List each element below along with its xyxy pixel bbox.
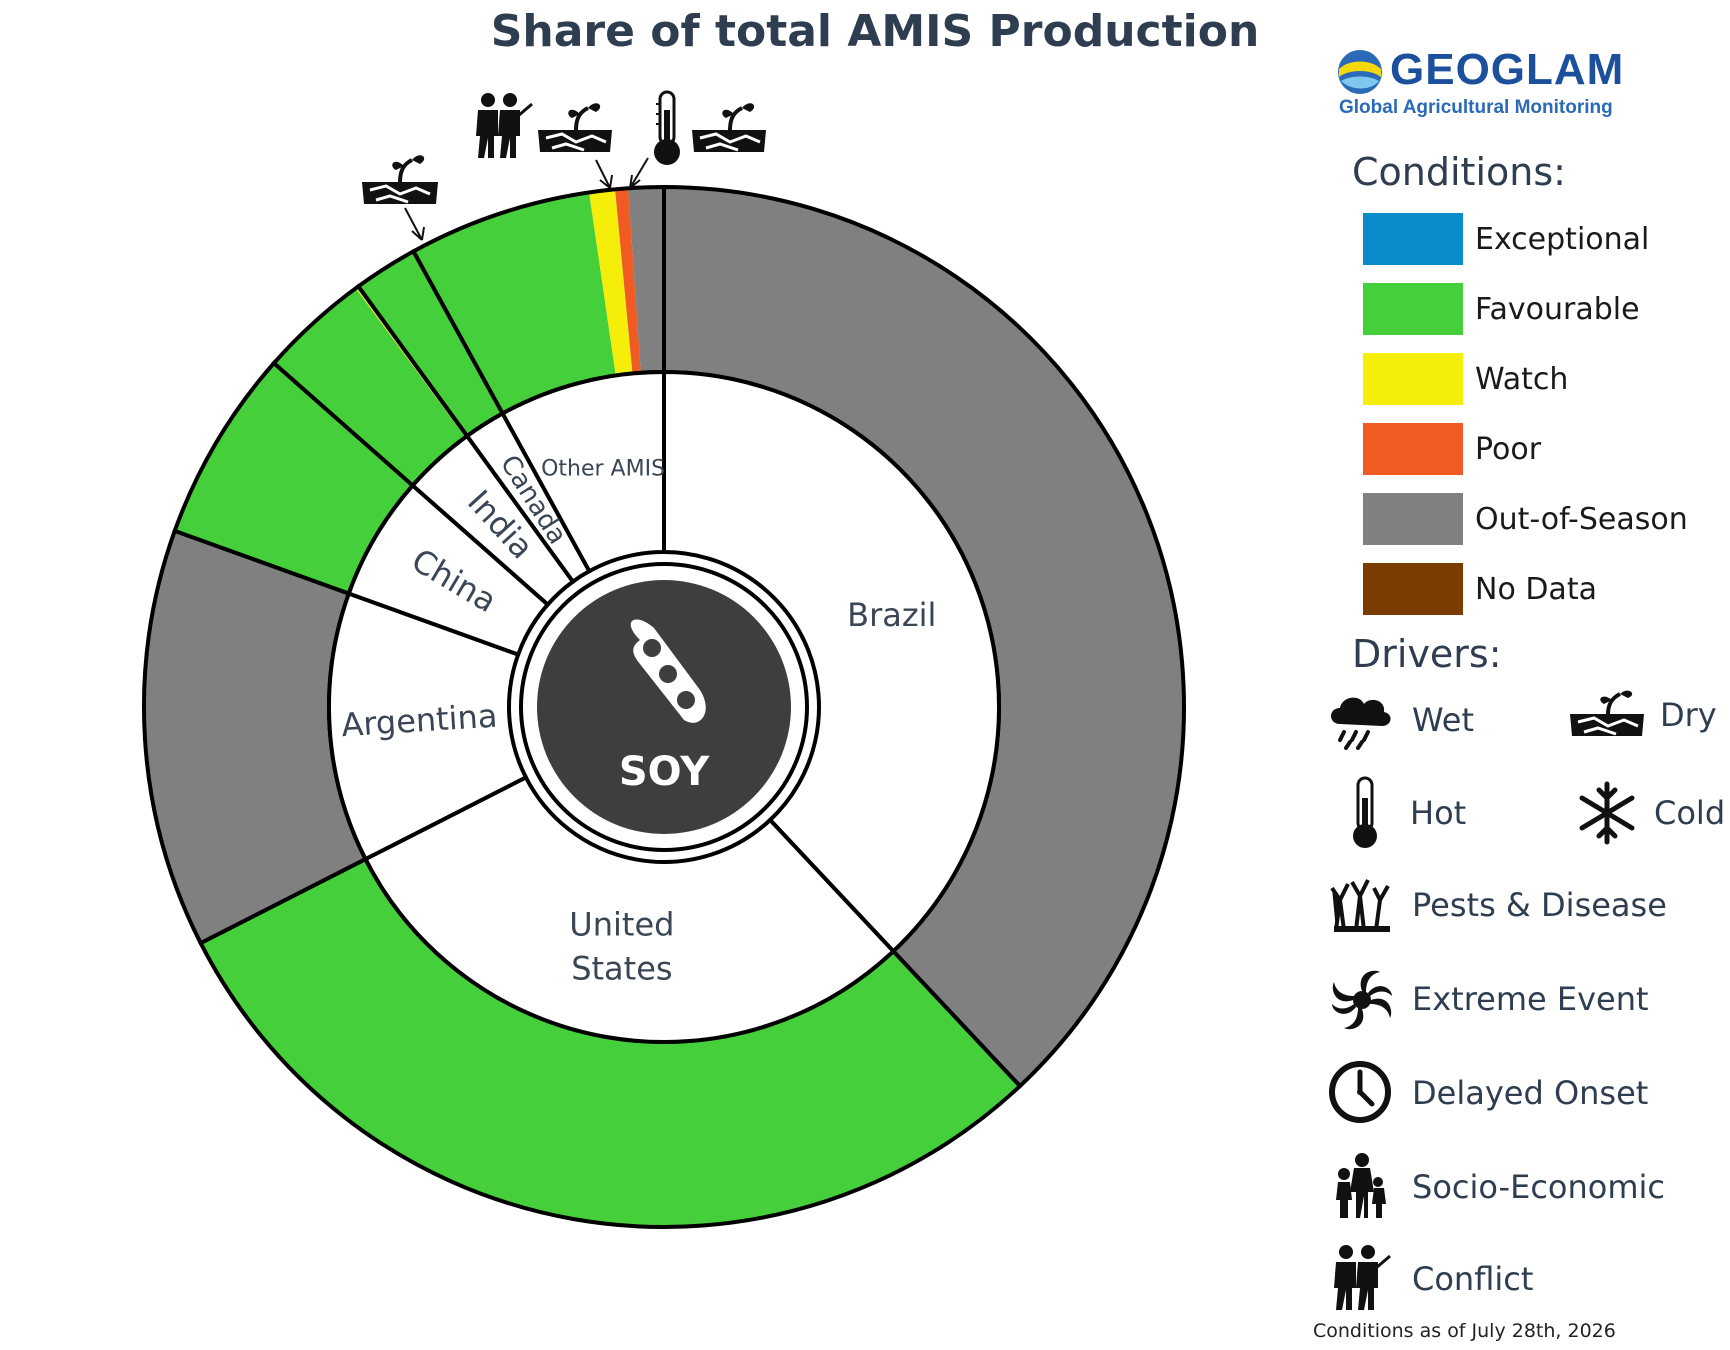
logo-subtitle: Global Agricultural Monitoring	[1339, 97, 1613, 118]
cyclone-icon	[1332, 970, 1392, 1030]
legend-driver-dry: Dry	[1568, 690, 1717, 740]
outer-condition-ring	[142, 184, 1186, 1229]
legend-condition-no-data: No Data	[1363, 563, 1597, 615]
legend-driver-label: Dry	[1660, 696, 1717, 734]
driver-annotations	[362, 90, 766, 241]
center-hub: SOY	[519, 562, 809, 852]
footnote: Conditions as of July 28th, 2026	[1313, 1320, 1616, 1342]
chart-title: Share of total AMIS Production	[490, 6, 1260, 57]
sunburst-chart: BrazilUnitedStatesArgentinaChinaIndiaCan…	[142, 90, 1186, 1229]
other-dry-icon-2	[692, 103, 766, 152]
clock-icon	[1329, 1061, 1391, 1123]
conflict-icon	[476, 93, 533, 158]
legend-driver-label: Extreme Event	[1412, 980, 1649, 1018]
rain-cloud-icon	[1331, 697, 1391, 750]
legend-driver-label: Socio-Economic	[1412, 1168, 1665, 1206]
country-segment-united-states	[362, 774, 897, 1044]
legend-condition-label: Out-of-Season	[1475, 501, 1688, 537]
legend-driver-label: Hot	[1410, 794, 1467, 832]
country-label-united-states: United	[569, 905, 674, 943]
dry-soil-icon	[1570, 690, 1644, 736]
legend-driver-label: Pests & Disease	[1412, 886, 1667, 924]
legend-driver-cold: Cold	[1574, 780, 1725, 846]
legend-driver-label: Delayed Onset	[1412, 1074, 1649, 1112]
country-label-other-amis: Other AMIS	[541, 457, 665, 482]
poor-arrow	[629, 157, 649, 189]
conditions-title: Conditions:	[1352, 150, 1566, 194]
legend-swatch	[1363, 213, 1463, 265]
legend-driver-label: Wet	[1412, 701, 1474, 739]
condition-segment-other-amis-out-of-season	[628, 187, 664, 373]
country-label-united-states: States	[571, 949, 672, 987]
geoglam-globe-icon	[1338, 50, 1382, 94]
legend-condition-poor: Poor	[1363, 423, 1541, 475]
legend-condition-label: Watch	[1475, 361, 1569, 397]
legend-condition-watch: Watch	[1363, 353, 1568, 405]
country-segment-other-amis	[499, 369, 666, 574]
india-dry-icon	[362, 155, 438, 204]
logo-name: GEOGLAM	[1390, 45, 1625, 94]
condition-segment-united-states-favourable	[200, 859, 1020, 1227]
inner-country-ring	[327, 369, 1001, 1044]
condition-segment-other-amis-watch	[589, 189, 633, 376]
condition-segment-other-amis-poor	[615, 188, 641, 374]
legend-driver-socio-economic: Socio-Economic	[1326, 1152, 1665, 1222]
hot-thermometer-icon	[654, 90, 680, 165]
condition-segment-other-amis-favourable	[413, 192, 616, 414]
legend-swatch	[1363, 493, 1463, 545]
other-dry-icon-1	[538, 103, 612, 152]
legend-condition-label: No Data	[1475, 571, 1597, 607]
legend-driver-delayed-onset: Delayed Onset	[1326, 1058, 1648, 1128]
legend-condition-label: Poor	[1475, 431, 1542, 467]
soldiers-icon	[1334, 1245, 1391, 1310]
legend-swatch	[1363, 283, 1463, 335]
legend-driver-extreme-event: Extreme Event	[1326, 964, 1649, 1034]
condition-segment-india-favourable	[273, 288, 466, 486]
soybean-icon	[630, 619, 706, 723]
watch-arrow	[595, 159, 613, 189]
legend-condition-favourable: Favourable	[1363, 283, 1640, 335]
thermometer-icon	[1353, 776, 1377, 848]
legend-condition-out-of-season: Out-of-Season	[1363, 493, 1688, 545]
legend-driver-pests-disease: Pests & Disease	[1326, 870, 1667, 940]
legend-condition-exceptional: Exceptional	[1363, 213, 1649, 265]
legend-swatch	[1363, 423, 1463, 475]
legend-driver-hot: Hot	[1336, 776, 1466, 850]
center-label: SOY	[619, 749, 710, 795]
country-label-brazil: Brazil	[847, 596, 936, 634]
legend-driver-wet: Wet	[1326, 690, 1474, 750]
legend-swatch	[1363, 563, 1463, 615]
condition-segment-brazil-out-of-season	[664, 187, 1185, 1087]
india-arrow	[404, 207, 425, 241]
legend-driver-label: Cold	[1654, 794, 1726, 832]
geoglam-logo: GEOGLAM Global Agricultural Monitoring	[1335, 45, 1625, 125]
legend-driver-conflict: Conflict	[1326, 1244, 1533, 1314]
condition-segment-argentina-out-of-season	[144, 530, 366, 944]
legend-driver-label: Conflict	[1412, 1260, 1534, 1298]
country-segment-argentina	[327, 590, 529, 862]
family-icon	[1336, 1153, 1386, 1218]
country-segment-brazil	[662, 369, 1001, 955]
snowflake-icon	[1579, 781, 1635, 845]
legend-condition-label: Favourable	[1475, 291, 1640, 327]
legend-condition-label: Exceptional	[1475, 221, 1650, 257]
condition-segment-china-favourable	[174, 363, 413, 594]
condition-segment-canada-favourable	[358, 251, 503, 436]
legend-swatch	[1363, 353, 1463, 405]
drivers-title: Drivers:	[1352, 632, 1502, 676]
pest-trees-icon	[1330, 879, 1390, 932]
